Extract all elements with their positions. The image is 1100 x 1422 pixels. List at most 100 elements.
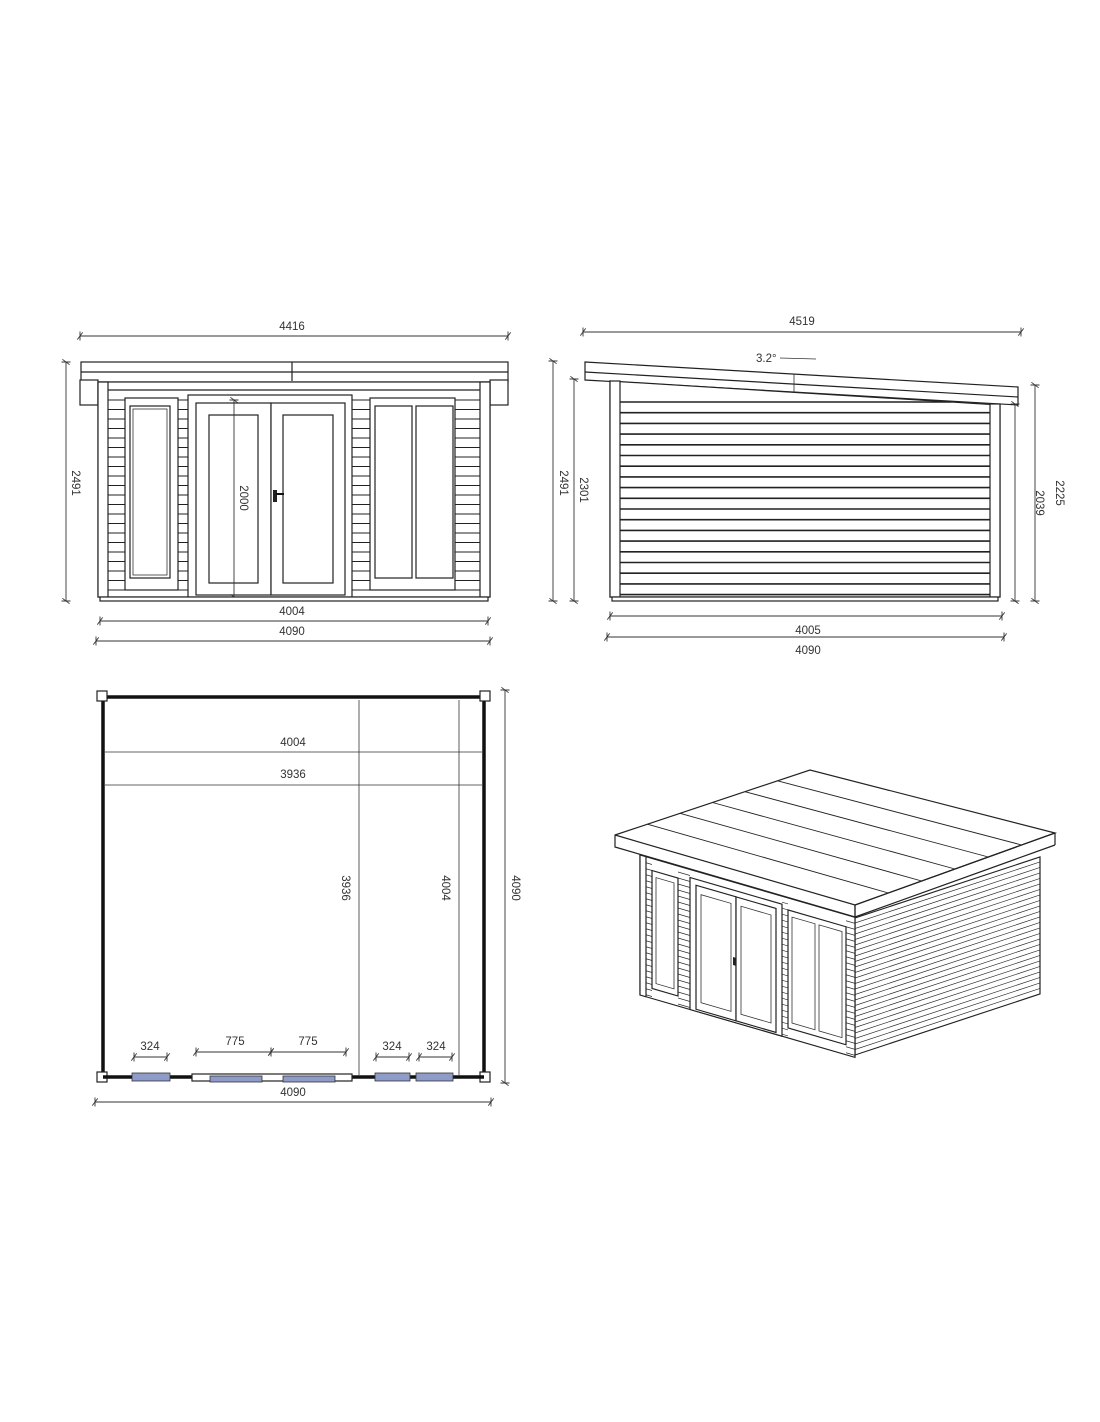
- siding-board: [855, 971, 1040, 1034]
- siding-board: [678, 949, 690, 954]
- window-opening: [415, 1072, 454, 1082]
- siding-board: [647, 823, 889, 894]
- siding-board: [782, 1015, 788, 1019]
- siding-board: [855, 916, 1040, 979]
- siding-board: [678, 1003, 690, 1008]
- siding-board: [855, 988, 1040, 1050]
- siding-board: [782, 967, 788, 971]
- siding-board: [782, 1027, 788, 1031]
- corner-post: [479, 690, 491, 702]
- siding-board: [846, 992, 855, 996]
- siding-board: [855, 889, 1040, 951]
- dim-inner-width: 3936: [280, 769, 306, 781]
- door-handle-icon: [273, 490, 277, 502]
- siding-board: [678, 931, 690, 936]
- door-glass: [209, 1075, 263, 1083]
- wall-siding: [108, 399, 480, 591]
- roof-vent-right: [489, 379, 509, 406]
- siding-board: [846, 1040, 855, 1044]
- siding-board: [678, 991, 690, 996]
- siding-board: [679, 812, 922, 882]
- siding-board: [782, 931, 788, 935]
- siding-board: [678, 913, 690, 918]
- siding-board: [782, 913, 788, 917]
- siding-board: [855, 872, 1040, 935]
- siding-board: [782, 955, 788, 959]
- siding-board: [846, 974, 855, 978]
- dim-overall-depth: 4090: [509, 875, 521, 901]
- siding-board: [646, 940, 652, 943]
- iso-right-wall: [854, 856, 1041, 1056]
- dim-opening: 775: [225, 1036, 244, 1048]
- siding-board: [855, 949, 1040, 1012]
- siding-board: [855, 966, 1040, 1028]
- siding-board: [646, 988, 652, 991]
- siding-board: [678, 997, 690, 1002]
- dim-height: 2491: [69, 470, 81, 496]
- siding-board: [855, 878, 1040, 940]
- siding-board: [678, 925, 690, 930]
- siding-board: [678, 871, 690, 876]
- siding-board: [678, 979, 690, 984]
- dim-wall-width: 4005: [795, 625, 821, 637]
- roof-angle: 3.2°: [756, 353, 777, 365]
- siding-board: [855, 927, 1040, 990]
- siding-board: [782, 949, 788, 953]
- siding-board: [646, 982, 652, 985]
- siding-board: [846, 1052, 855, 1056]
- siding-board: [782, 907, 788, 911]
- iso-roof-panels: [647, 780, 1022, 894]
- siding-board: [846, 1022, 855, 1026]
- window-pane-right-1: [374, 405, 413, 579]
- dim-opening: 324: [140, 1041, 160, 1053]
- siding-board: [678, 919, 690, 924]
- siding-board: [646, 958, 652, 961]
- siding-board: [646, 994, 652, 997]
- siding-board: [855, 861, 1040, 924]
- siding-board: [646, 874, 652, 877]
- siding-board: [646, 946, 652, 949]
- siding-board: [782, 1021, 788, 1025]
- dim-opening: 775: [298, 1036, 317, 1048]
- siding-board: [782, 997, 788, 1001]
- siding-board: [782, 901, 788, 905]
- siding-board: [782, 1003, 788, 1007]
- siding-board: [712, 802, 956, 870]
- siding-board: [846, 962, 855, 966]
- base-beam: [99, 596, 489, 602]
- side-post-right: [989, 403, 1001, 598]
- siding-board: [678, 955, 690, 960]
- front-elevation: 4416 2491 2000 4004: [61, 321, 512, 646]
- siding-board: [744, 791, 989, 858]
- siding-board: [846, 950, 855, 954]
- dim-wall-width: 4004: [279, 606, 305, 618]
- siding-board: [646, 964, 652, 967]
- siding-board: [855, 922, 1040, 984]
- siding-board: [855, 982, 1040, 1045]
- dim-height-left: 2491: [557, 470, 569, 496]
- siding-board: [678, 973, 690, 978]
- dim-opening: 324: [382, 1041, 402, 1053]
- roof-angle-line: [779, 357, 817, 360]
- corner-post: [96, 690, 108, 702]
- door-left-glass: [208, 414, 259, 584]
- side-post-left: [609, 380, 621, 598]
- siding-board: [846, 932, 855, 936]
- siding-board: [678, 895, 690, 900]
- door-glass: [282, 1075, 336, 1083]
- siding-board: [855, 894, 1040, 957]
- siding-board: [846, 1028, 855, 1032]
- siding-board: [646, 976, 652, 979]
- corner-post-right: [479, 381, 491, 598]
- dim-depth-outer: 4004: [439, 875, 451, 901]
- side-elevation: 4519 3.2° 2491 2301 2039 2225 4005 4090: [548, 316, 1065, 657]
- dim-base-width: 4090: [795, 645, 821, 657]
- siding-board: [846, 1016, 855, 1020]
- siding-board: [855, 960, 1040, 1023]
- dim-height-right: 2225: [1053, 480, 1065, 506]
- siding-board: [678, 961, 690, 966]
- door-opening: [191, 1073, 353, 1082]
- floor-plan: 4004 3936 3936 4004 4090 324 775 775 324…: [91, 686, 521, 1107]
- siding-board: [855, 938, 1040, 1001]
- door-right-glass: [282, 414, 334, 584]
